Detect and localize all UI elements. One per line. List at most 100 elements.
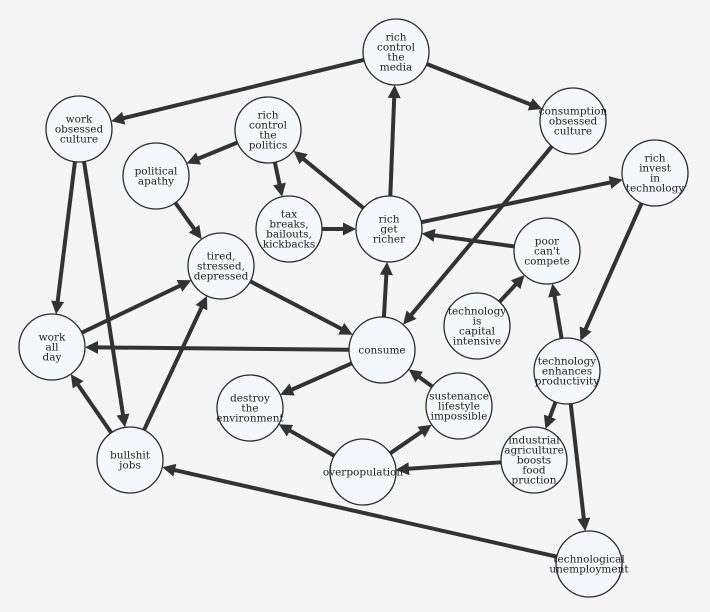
node-circle <box>621 139 689 207</box>
arrowhead-icon <box>116 413 130 428</box>
edge-work_obsessed-to-bullshit_jobs <box>82 161 130 428</box>
node-circle <box>355 195 423 263</box>
node-label-line: the <box>387 52 404 64</box>
node-label-line: tired, <box>207 251 236 263</box>
arrowhead-icon <box>527 98 543 111</box>
node-label-line: boosts <box>517 455 551 467</box>
node-circle <box>533 337 601 405</box>
edge-line <box>55 161 77 304</box>
node-circle <box>255 195 323 263</box>
edge-line <box>583 202 644 332</box>
arrowhead-icon <box>293 150 308 165</box>
node-label-line: culture <box>60 134 98 146</box>
edge-consume-to-work_all_day <box>84 340 350 354</box>
edge-overpopulation-to-destroy_env <box>278 424 336 458</box>
node-label-line: destroy <box>230 393 270 405</box>
edge-line <box>82 161 126 417</box>
edge-tech_unemployment-to-bullshit_jobs <box>162 463 558 559</box>
edge-political_apathy-to-tired <box>173 201 202 240</box>
edge-rich_media-to-work_obsessed <box>111 57 365 125</box>
arrowhead-icon <box>403 310 417 325</box>
node-label-line: intensive <box>453 336 501 348</box>
edge-line <box>272 161 282 187</box>
node-label-line: technology <box>538 356 597 368</box>
node-circle <box>96 426 164 494</box>
node-label-line: rich <box>378 214 399 226</box>
edge-line <box>568 403 587 521</box>
edge-line <box>547 401 558 420</box>
node-circle <box>234 96 302 164</box>
node-label-line: day <box>43 352 62 364</box>
node-label-line: technology <box>448 306 507 318</box>
edge-tired-to-consume <box>249 279 353 335</box>
node-label-line: the <box>241 403 258 415</box>
node-label-line: work <box>39 332 66 344</box>
edge-rich_media-to-consumption_obsessed <box>426 62 543 111</box>
node-label-line: unemployment <box>549 564 629 576</box>
node-consume: consume <box>348 316 416 384</box>
node-circle <box>348 316 416 384</box>
node-label-line: tax <box>281 209 297 221</box>
node-circle <box>539 87 607 155</box>
arrowhead-icon <box>395 462 410 476</box>
arrowhead-icon <box>417 424 432 438</box>
edge-rich_politics-to-political_apathy <box>186 140 239 165</box>
node-label-line: breaks, <box>269 219 308 231</box>
node-label-line: rich <box>644 153 665 165</box>
node-overpopulation: overpopulation <box>323 438 403 506</box>
arrowhead-icon <box>338 322 353 335</box>
node-circle <box>555 530 623 598</box>
node-label-line: rich <box>257 110 278 122</box>
node-label-line: apathy <box>138 176 174 188</box>
node-label-line: in <box>650 173 660 185</box>
arrowhead-icon <box>162 463 177 477</box>
node-label-line: stressed, <box>197 261 245 273</box>
nodes-layer: richcontrolthemediaworkobsessedcultureco… <box>18 18 689 598</box>
edge-tech_capital-to-poor_compete <box>498 275 525 304</box>
node-label-line: depressed <box>194 271 249 283</box>
node-circle <box>329 438 397 506</box>
node-label-line: obsessed <box>549 116 598 128</box>
arrowhead-icon <box>111 111 126 125</box>
node-circle <box>216 374 284 442</box>
node-label-line: the <box>259 130 276 142</box>
edge-poor_compete-to-rich_richer <box>421 228 515 249</box>
node-circle <box>513 217 581 285</box>
edge-tech_productivity-to-tech_unemployment <box>568 403 591 532</box>
node-label-line: compete <box>524 256 570 268</box>
node-label-line: industrial <box>508 435 560 447</box>
edge-tax_breaks-to-rich_richer <box>322 222 356 236</box>
node-label-line: consume <box>358 345 405 357</box>
edge-line <box>498 281 519 304</box>
edge-work_all_day-to-tired <box>80 280 192 335</box>
node-label-line: technology <box>626 183 685 195</box>
arrowhead-icon <box>176 280 192 292</box>
edge-sustenance-to-consume <box>408 369 434 389</box>
node-label-line: richer <box>373 234 406 246</box>
arrowhead-icon <box>188 224 202 240</box>
edge-line <box>552 294 564 339</box>
edge-line <box>75 382 113 434</box>
edge-line <box>300 156 365 210</box>
arrowhead-icon <box>579 326 592 341</box>
edge-line <box>432 233 515 249</box>
edge-tech_productivity-to-industrial_ag <box>543 401 558 430</box>
node-label-line: capital <box>459 326 496 338</box>
edge-rich_politics-to-tax_breaks <box>272 161 286 197</box>
arrowhead-icon <box>387 84 401 99</box>
edge-line <box>172 467 558 559</box>
node-circle <box>187 232 255 300</box>
arrowhead-icon <box>577 517 591 532</box>
